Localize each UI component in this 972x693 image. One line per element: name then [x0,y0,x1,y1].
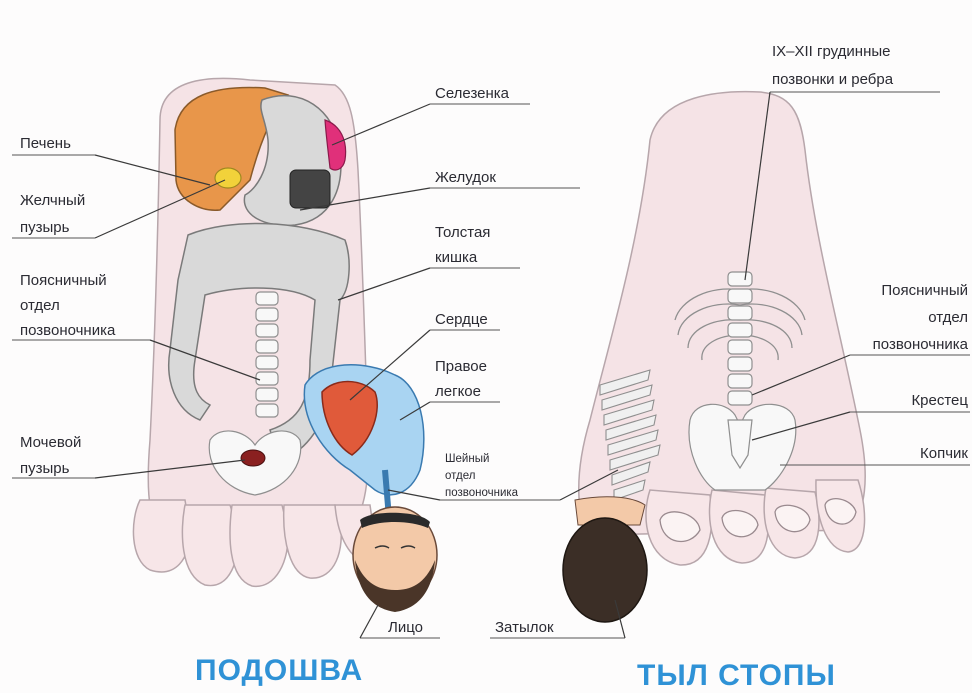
toe-4 [284,505,342,578]
label-lumbar-right-3: позвоночника [873,336,969,353]
label-lumbar-right-1: Поясничный [881,282,968,299]
face-head [353,507,437,612]
label-lung-1: Правое [435,358,487,375]
sole-foot [12,78,580,638]
label-liver: Печень [20,135,71,152]
labels-left: Печень Желчный пузырь Поясничный отдел п… [20,135,116,477]
caption-sole: ПОДОШВА [195,654,363,687]
label-bladder-1: Мочевой [20,434,81,451]
label-gallbladder-2: пузырь [20,219,70,236]
caption-back: ТЫЛ СТОПЫ [637,659,836,692]
label-cervical-2: отдел [445,470,475,482]
label-cervical-3: позвоночника [445,487,519,499]
stomach-section [290,170,330,208]
bladder-organ [241,450,265,466]
label-spleen: Селезенка [435,85,510,102]
label-stomach: Желудок [435,169,496,186]
label-thoracic-1: IX–XII грудинные [772,43,891,60]
label-sacrum: Крестец [911,392,968,409]
label-thoracic-2: позвонки и ребра [772,71,894,88]
sole-toes [133,500,375,586]
label-occiput: Затылок [495,619,554,636]
toe-1 [133,500,190,572]
label-lumbar-left-2: отдел [20,297,60,314]
label-gallbladder-1: Желчный [20,192,85,209]
label-coccyx: Копчик [920,445,968,462]
label-face: Лицо [388,619,423,636]
label-heart: Сердце [435,311,488,328]
label-cervical-1: Шейный [445,453,489,465]
label-lumbar-right-2: отдел [928,309,968,326]
label-colon-2: кишка [435,249,478,266]
gallbladder-organ [215,168,241,188]
back-foot [490,92,970,638]
label-lumbar-left-3: позвоночника [20,322,116,339]
label-lung-2: легкое [435,383,481,400]
back-head [563,518,647,622]
label-bladder-2: пузырь [20,460,70,477]
toe-3 [230,505,288,586]
label-lumbar-left-1: Поясничный [20,272,107,289]
label-colon-1: Толстая [435,224,490,241]
